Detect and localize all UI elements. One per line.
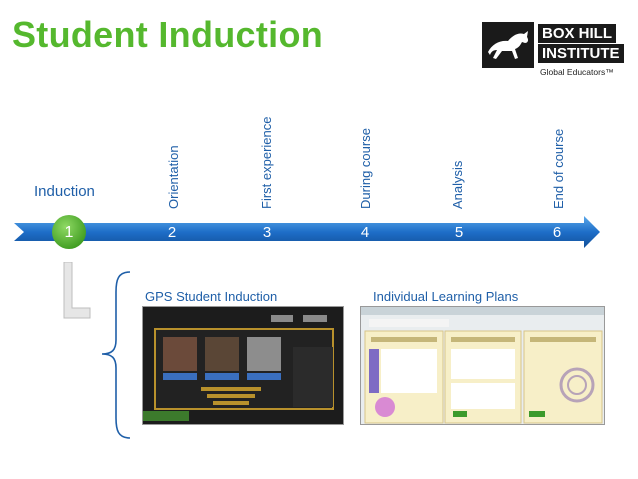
- timeline-arrow: [0, 212, 638, 252]
- step-number-4: 4: [353, 224, 377, 241]
- step-label-orientation: Orientation: [166, 145, 181, 209]
- logo-text-line1: BOX HILL: [538, 24, 616, 43]
- individual-learning-plans-screenshot: [360, 306, 605, 425]
- step-number-3: 3: [255, 224, 279, 241]
- step-label-analysis: Analysis: [450, 161, 465, 209]
- curly-brace: [96, 270, 136, 440]
- logo-tagline: Global Educators™: [540, 67, 614, 77]
- step-number-5: 5: [447, 224, 471, 241]
- step-number-6: 6: [545, 224, 569, 241]
- logo-text-line2: INSTITUTE: [538, 44, 624, 63]
- step-number-1: 1: [57, 224, 81, 242]
- gps-student-induction-screenshot: [142, 306, 344, 425]
- caption-gps-student-induction: GPS Student Induction: [145, 289, 277, 304]
- caption-individual-learning-plans: Individual Learning Plans: [373, 289, 518, 304]
- slide-title: Student Induction: [12, 14, 323, 56]
- step-label-first-experience: First experience: [259, 117, 274, 209]
- induction-label: Induction: [34, 183, 95, 200]
- step-label-during-course: During course: [358, 128, 373, 209]
- step-number-2: 2: [160, 224, 184, 241]
- horse-icon: [482, 22, 534, 68]
- box-hill-institute-logo: BOX HILL INSTITUTE Global Educators™: [482, 22, 624, 80]
- step-label-end-of-course: End of course: [551, 129, 566, 209]
- connector-arrow: [62, 262, 92, 320]
